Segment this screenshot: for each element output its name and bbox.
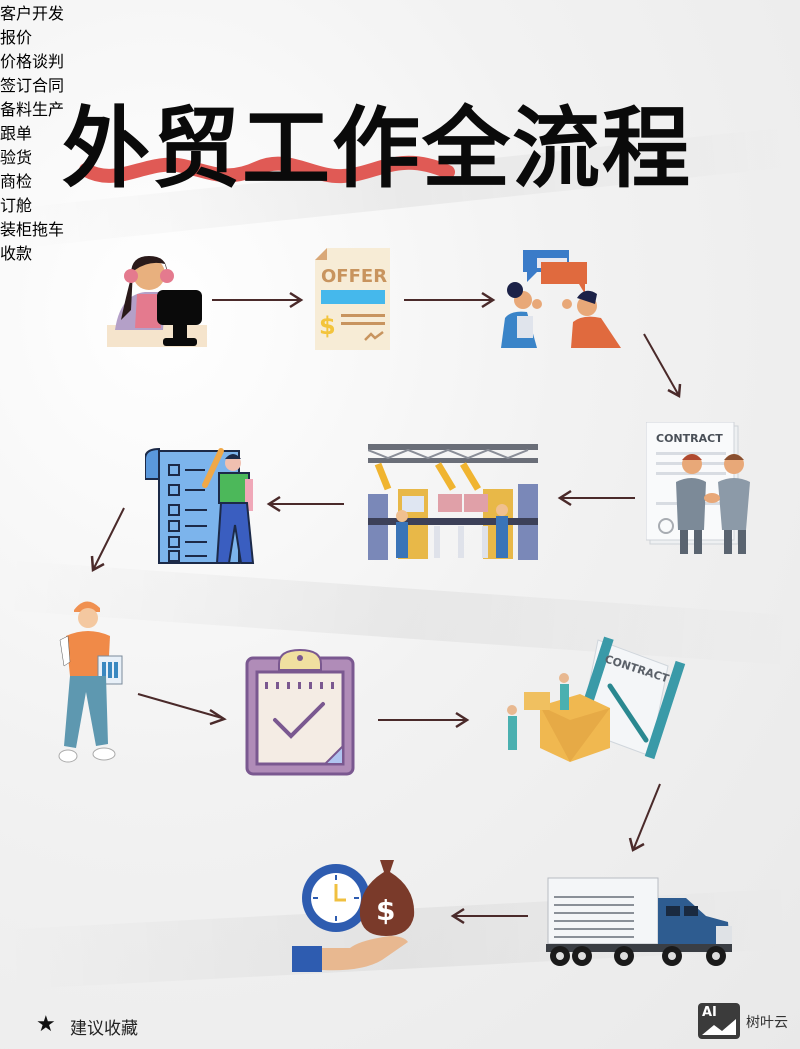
negotiation-icon (501, 250, 621, 348)
payment-icon: $ (292, 860, 415, 972)
step-payment-collection: $ 收款 (0, 240, 800, 972)
step-customer-development: 客户开发 (0, 0, 800, 347)
svg-text:$: $ (319, 312, 336, 340)
offer-document-icon: OFFER $ (315, 248, 390, 350)
factory-production-icon (368, 444, 538, 560)
step-label: 收款 (0, 244, 33, 263)
step-goods-inspection: 验货 (0, 144, 800, 763)
watermark-badge-text: AI (702, 1005, 717, 1020)
checklist-icon (145, 447, 255, 564)
truck-icon (546, 877, 732, 966)
step-label: 商检 (0, 172, 33, 191)
step-label: 签订合同 (0, 76, 65, 95)
arrow-right-icon (404, 291, 496, 309)
svg-text:CONTRACT: CONTRACT (656, 432, 723, 445)
step-booking: CONTRACT 订舱 (0, 192, 800, 762)
arrow-down-right-icon (643, 333, 682, 399)
step-label: 验货 (0, 148, 33, 167)
arrow-left-icon (557, 489, 635, 507)
arrow-down-left-icon (628, 783, 661, 852)
clipboard-check-icon (245, 648, 355, 776)
inspector-icon (58, 601, 123, 763)
arrow-left-icon (450, 907, 528, 925)
watermark-logo: AI (698, 1003, 740, 1039)
arrow-right-icon (212, 291, 304, 309)
step-container-trucking: 装柜拖车 (0, 216, 800, 966)
customer-service-icon (107, 256, 207, 347)
step-material-production: 备料生产 (0, 96, 800, 560)
step-commodity-inspection: 商检 (0, 168, 800, 776)
arrow-down-left-icon (90, 507, 125, 573)
bookmark-suggestion-text: 建议收藏 (70, 1019, 138, 1039)
svg-text:$: $ (376, 894, 395, 927)
arrow-right-icon (137, 693, 227, 726)
step-label: 订舱 (0, 196, 33, 215)
red-squiggle-underline (79, 155, 455, 184)
step-label: 装柜拖车 (0, 216, 800, 240)
step-sign-contract: CONTRACT 签订合同 (0, 72, 800, 554)
step-label: 报价 (0, 28, 33, 47)
contract-handshake-icon: CONTRACT (646, 422, 750, 554)
step-label: 跟单 (0, 124, 33, 143)
arrow-left-icon (266, 495, 344, 513)
star-icon: ★ (36, 1012, 56, 1037)
booking-contract-icon: CONTRACT (507, 636, 686, 762)
step-label: 备料生产 (0, 100, 65, 119)
step-quotation: OFFER $ 报价 (0, 24, 800, 350)
svg-text:OFFER: OFFER (321, 266, 387, 287)
watermark-text: 树叶云 (746, 1015, 788, 1031)
step-label: 价格谈判 (0, 52, 65, 71)
arrow-right-icon (378, 711, 470, 729)
step-price-negotiation: 价格谈判 (0, 48, 800, 348)
step-order-followup: 跟单 (0, 120, 800, 564)
page-title: 外贸工作全流程 (62, 97, 693, 200)
mountain-icon (702, 1019, 736, 1035)
step-label: 客户开发 (0, 4, 65, 23)
